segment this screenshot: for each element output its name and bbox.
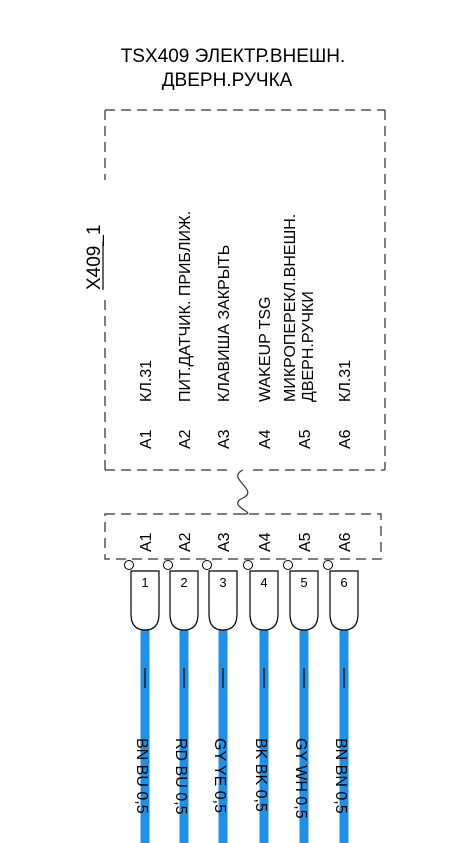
wire-label: BK BK 0,5	[252, 738, 269, 812]
terminal-circle	[323, 560, 333, 570]
pin-function: WAKEUP TSG	[257, 296, 274, 402]
pin-label-connector: A2	[177, 532, 194, 552]
wire-terminal	[249, 570, 279, 631]
pin-label-upper: A1	[138, 429, 155, 449]
terminal-circle	[243, 560, 253, 570]
pin-label-upper: A6	[337, 429, 354, 449]
component-title-line2: ДВЕРН.РУЧКА	[162, 70, 293, 91]
terminal-number: 1	[141, 575, 148, 590]
terminal-circle	[163, 560, 173, 570]
pin-function-line2: ДВЕРН.РУЧКИ	[300, 291, 317, 402]
pin-label-upper: A5	[297, 429, 314, 449]
pin-label-connector: A4	[257, 532, 274, 552]
wire-terminal	[169, 570, 199, 631]
wire-label: RD BU 0,5	[172, 738, 189, 815]
pin-function-line1: МИКРОПЕРЕКЛ.ВНЕШН.	[282, 214, 299, 402]
wires	[140, 623, 349, 843]
terminal-circle	[283, 560, 293, 570]
pin-label-upper: A3	[216, 429, 233, 449]
wire-terminal	[130, 570, 160, 631]
terminal-number: 5	[300, 575, 307, 590]
pin-label-connector: A5	[297, 532, 314, 552]
terminal-circle	[202, 560, 212, 570]
wire-label: GY WH 0,5	[292, 738, 309, 819]
pin-function: КЛ.31	[337, 360, 354, 402]
pin-label-connector: A3	[216, 532, 233, 552]
wire-terminal	[208, 570, 238, 631]
pin-function: КЛАВИША ЗАКРЫТЬ	[216, 245, 233, 402]
terminal-number: 4	[260, 575, 267, 590]
break-symbol	[237, 469, 249, 515]
terminal-number: 6	[340, 575, 347, 590]
component-title-line1: TSX409 ЭЛЕКТР.ВНЕШН.	[121, 46, 346, 67]
terminal-circle	[124, 560, 134, 570]
wire-label: BN BN 0,5	[332, 738, 349, 814]
pin-label-connector: A1	[138, 532, 155, 552]
pin-label-upper: A2	[177, 429, 194, 449]
pin-function: КЛ.31	[138, 360, 155, 402]
pin-label-connector: A6	[337, 532, 354, 552]
wire-terminal	[329, 570, 359, 631]
connector-id: X409_1	[84, 224, 105, 290]
pin-function: ПИТ.ДАТЧИК. ПРИБЛИЖ.	[177, 211, 194, 402]
wire-label: GY YE 0,5	[211, 738, 228, 813]
component-box	[104, 109, 386, 471]
connector-box	[104, 513, 382, 560]
terminal-number: 3	[219, 575, 226, 590]
wire-label: BN BU 0,5	[133, 738, 150, 814]
wire-terminal	[289, 570, 319, 631]
terminal-number: 2	[180, 575, 187, 590]
pin-label-upper: A4	[257, 429, 274, 449]
